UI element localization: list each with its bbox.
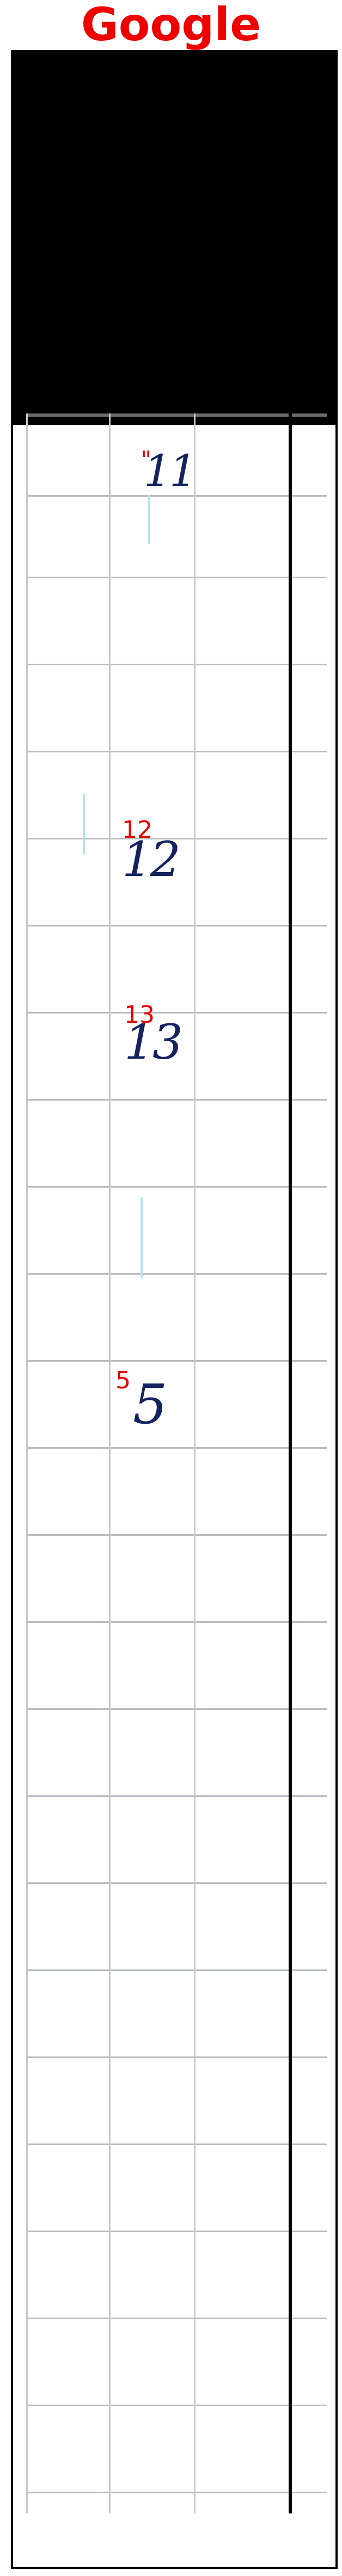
grid-rule (26, 2405, 327, 2406)
scanned-page (11, 50, 338, 2569)
grid-rule (26, 1099, 327, 1101)
grid-rule (26, 2492, 327, 2493)
grid-rule (26, 1447, 327, 1449)
grid-column-rule (194, 413, 196, 2513)
grid-rule (26, 1534, 327, 1536)
handwritten-number: 5 (133, 1373, 168, 1436)
faint-mark (83, 794, 85, 854)
row-annotation: 13 (124, 1001, 155, 1029)
grid-rule (26, 838, 327, 839)
faint-mark (148, 495, 150, 544)
grid-rule (26, 1969, 327, 1971)
grid-rule (26, 664, 327, 665)
handwritten-number: 11 (144, 446, 197, 496)
handwritten-number: 13 (124, 1014, 183, 1070)
handwritten-number: 12 (122, 831, 181, 887)
grid-rule (26, 495, 327, 497)
google-title: Google (81, 0, 261, 51)
sheet-top-rule (26, 413, 327, 417)
row-annotation: " (141, 446, 152, 474)
row-annotation: 12 (122, 816, 152, 844)
grid-rule (26, 1621, 327, 1623)
faint-mark (141, 1197, 143, 1278)
ruled-sheet: " 11 12 12 13 13 5 5 (26, 413, 327, 2513)
grid-rule (26, 751, 327, 752)
margin-rule (289, 413, 292, 2513)
grid-column-rule (109, 413, 111, 2513)
grid-rule (26, 1795, 327, 1797)
redaction-block (13, 52, 335, 425)
grid-column-rule (26, 413, 28, 2513)
grid-rule (26, 2231, 327, 2232)
grid-rule (26, 577, 327, 578)
grid-rule (26, 1882, 327, 1884)
row-annotation: 5 (115, 1367, 131, 1394)
grid-rule (26, 1273, 327, 1275)
grid-rule (26, 1186, 327, 1188)
grid-rule (26, 2143, 327, 2145)
grid-rule (26, 1012, 327, 1014)
grid-rule (26, 1360, 327, 1362)
grid-rule (26, 1708, 327, 1710)
grid-rule (26, 2318, 327, 2319)
grid-rule (26, 925, 327, 926)
grid-rule (26, 2056, 327, 2058)
